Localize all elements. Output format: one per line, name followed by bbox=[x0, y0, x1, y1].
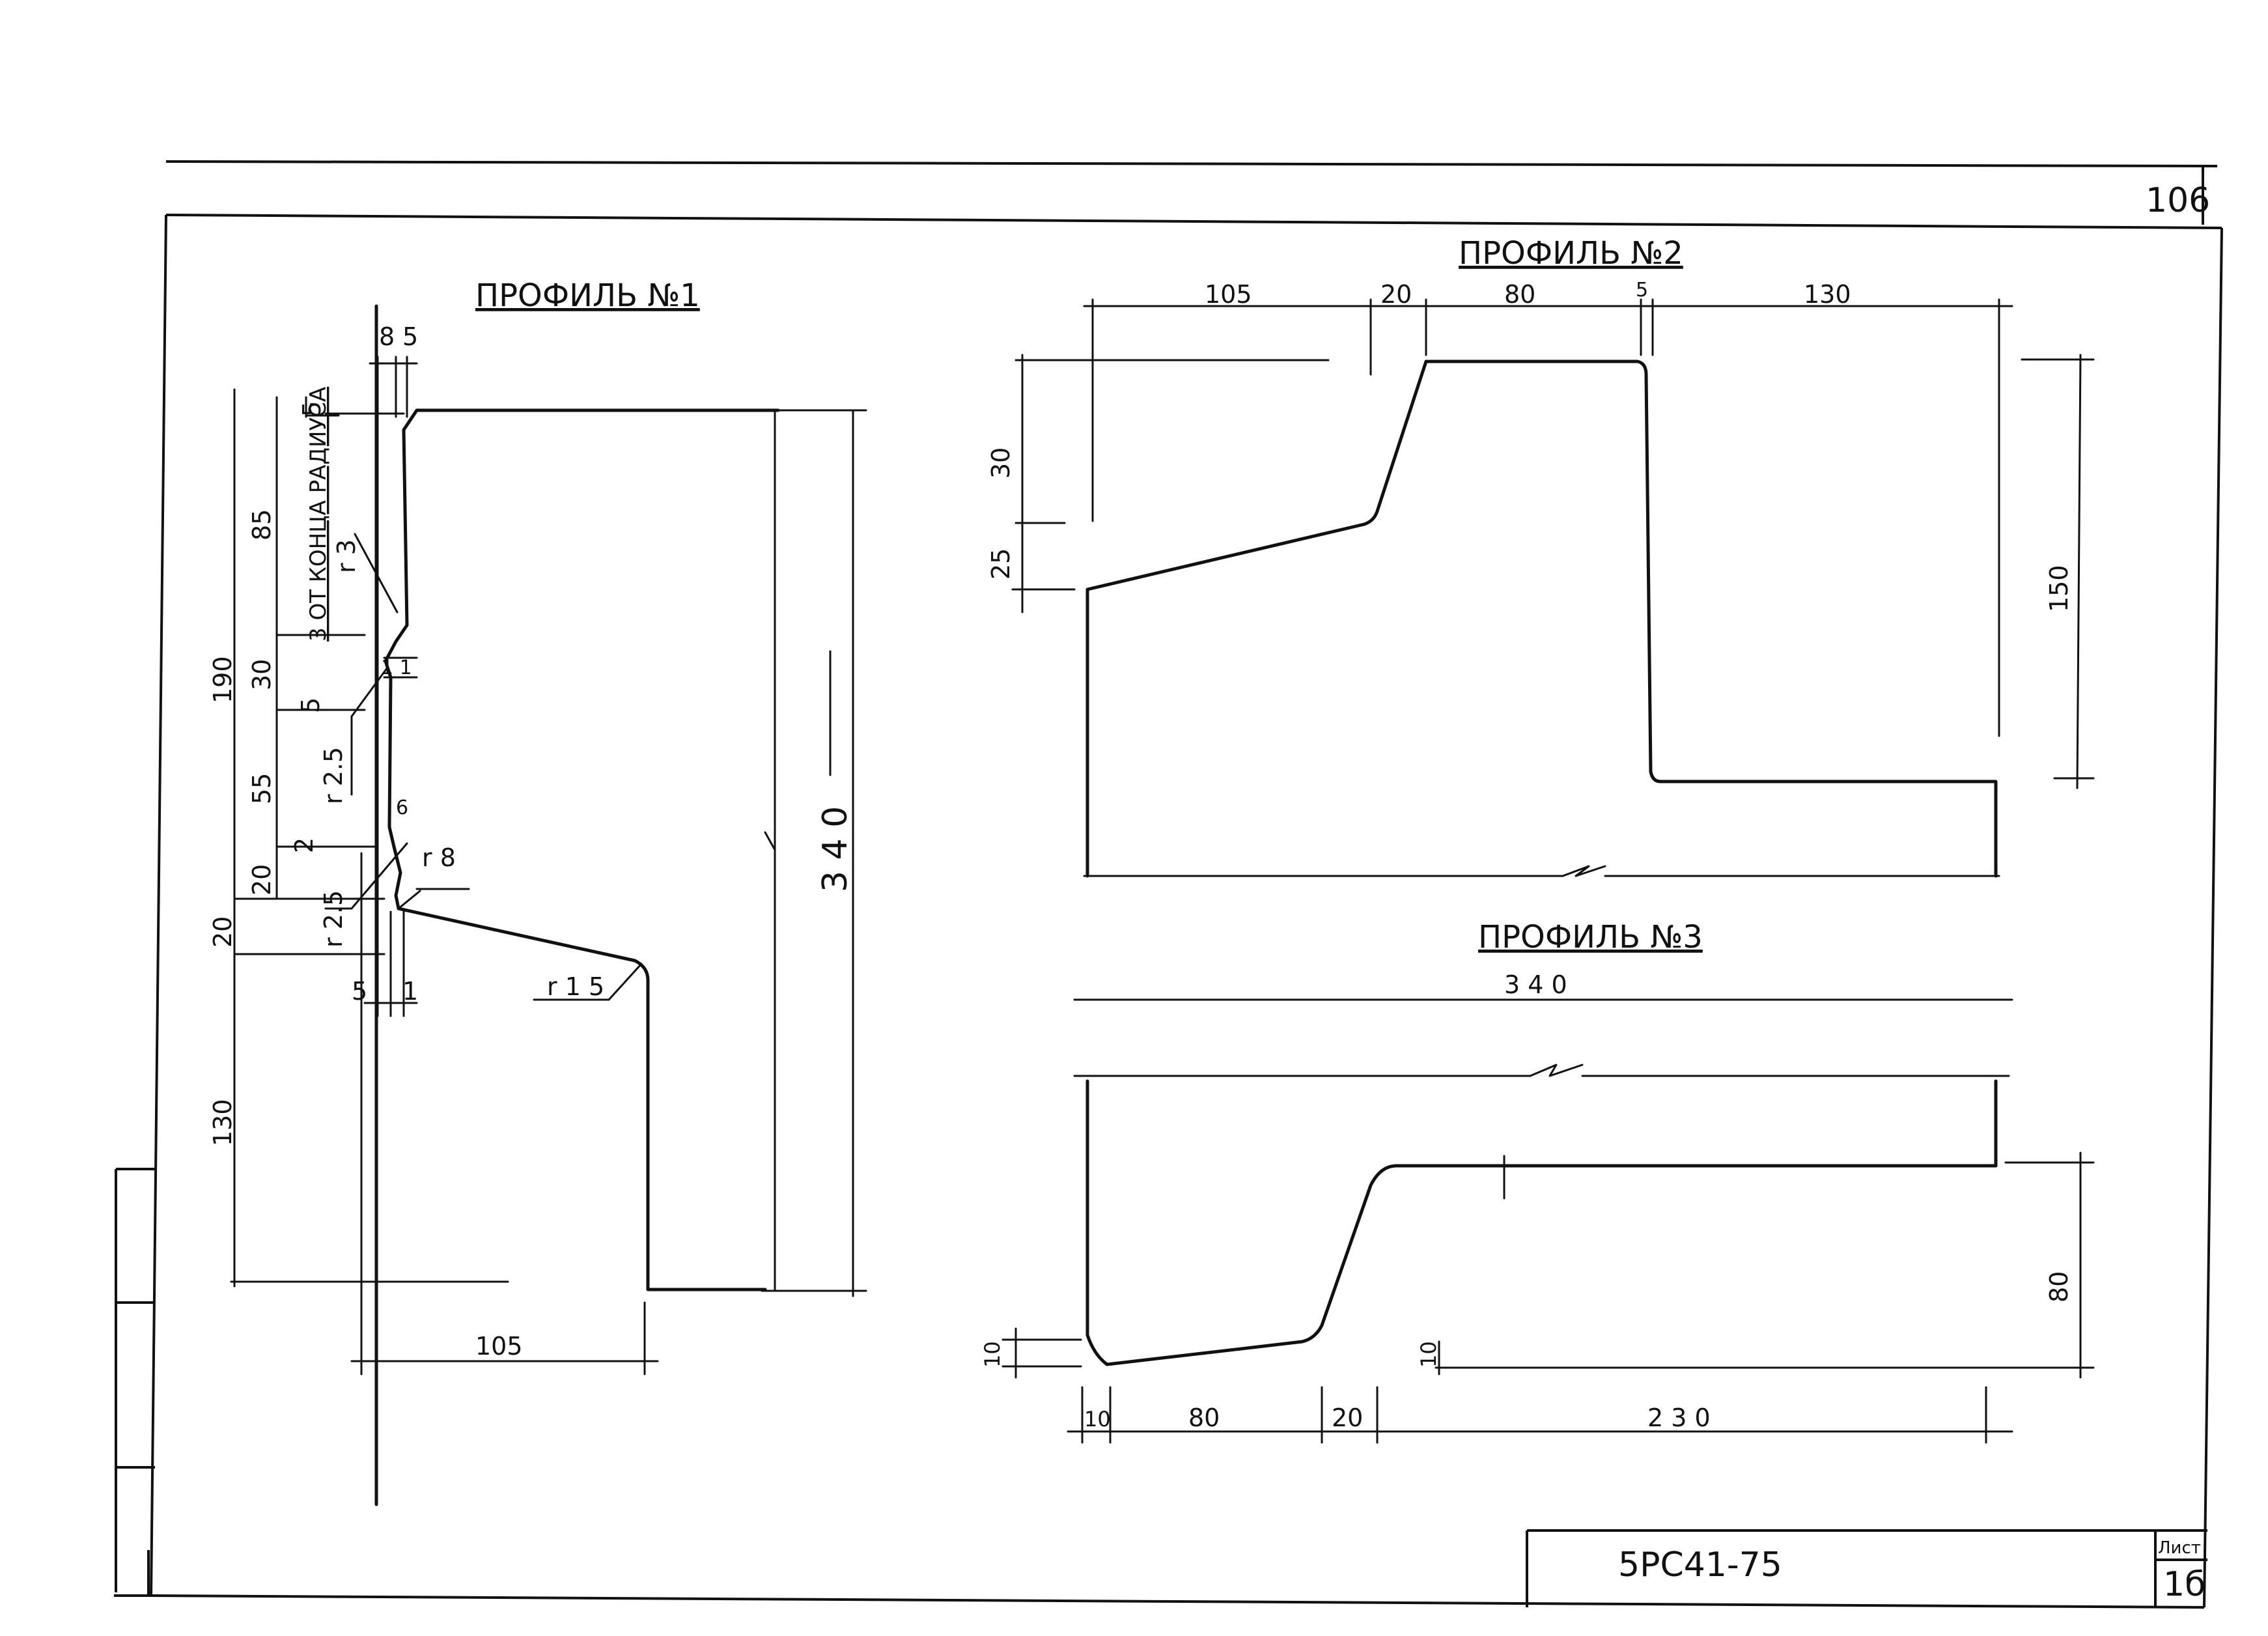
p2-dim-150: 150 bbox=[2045, 565, 2073, 612]
page-number: 106 bbox=[2146, 181, 2210, 220]
p1-note-radius: 3 ОТ КОНЦА РАДИУСА bbox=[305, 387, 331, 642]
p1-dim-2: 2 bbox=[290, 838, 318, 853]
p3-bottom-10: 10 bbox=[1084, 1407, 1111, 1432]
p1-dim-340: 3 4 0 bbox=[816, 806, 855, 892]
p2-dim-5: 5 bbox=[1636, 279, 1648, 302]
p2-dim-20: 20 bbox=[1380, 280, 1412, 309]
sheet-frame bbox=[114, 160, 2223, 1609]
profile-1: ПРОФИЛЬ №1 bbox=[208, 277, 867, 1506]
p3-dim-340: 3 4 0 bbox=[1504, 970, 1567, 999]
sheet-number: 1б bbox=[2163, 1565, 2205, 1604]
profile-3: ПРОФИЛЬ №3 3 4 0 80 10 10 10 80 20 2 3 0 bbox=[980, 919, 2095, 1444]
p1-dim-r25a: r 2.5 bbox=[319, 747, 348, 804]
profile-3-title: ПРОФИЛЬ №3 bbox=[1478, 919, 1703, 955]
p1-dim-1: 1 bbox=[402, 977, 418, 1006]
p3-dim-80-vertical: 80 bbox=[2045, 1271, 2073, 1303]
p2-dim-80: 80 bbox=[1504, 280, 1535, 309]
p1-dim-20b: 20 bbox=[208, 916, 237, 948]
p1-dim-5-side: 5 bbox=[298, 401, 326, 417]
p1-dim-55: 55 bbox=[247, 773, 276, 804]
profile-1-title: ПРОФИЛЬ №1 bbox=[475, 277, 700, 314]
p1-dim-6: 6 bbox=[396, 797, 408, 819]
p1-dim-r15: r 1 5 bbox=[547, 972, 604, 1001]
p3-bottom-230: 2 3 0 bbox=[1647, 1403, 1711, 1432]
p1-dim-85: 85 bbox=[247, 509, 276, 541]
p3-bottom-80: 80 bbox=[1188, 1403, 1220, 1432]
p1-dim-5-bottom: 5 bbox=[352, 977, 367, 1006]
p2-dim-30: 30 bbox=[987, 447, 1015, 479]
profile-2-title: ПРОФИЛЬ №2 bbox=[1459, 235, 1683, 272]
profile-3-outline bbox=[1085, 1079, 1998, 1366]
profile-2-outline bbox=[1085, 360, 1998, 878]
p1-dim-30: 30 bbox=[247, 659, 276, 690]
p1-dim-r8: r 8 bbox=[422, 843, 456, 872]
p2-dim-130: 130 bbox=[1804, 280, 1851, 309]
p3-dim-10-left: 10 bbox=[980, 1341, 1005, 1368]
p1-dim-11: 1 1 bbox=[381, 656, 412, 679]
p1-dim-r3: r 3 bbox=[332, 539, 361, 573]
p1-dim-20a: 20 bbox=[247, 864, 276, 896]
p1-dim-105: 105 bbox=[475, 1332, 523, 1361]
p1-dim-5-top: 5 bbox=[402, 322, 418, 351]
p1-dim-190: 190 bbox=[208, 656, 237, 703]
p1-dim-r25b: r 2.5 bbox=[319, 890, 348, 948]
p3-dim-10-right: 10 bbox=[1416, 1341, 1441, 1368]
profile-1-outline bbox=[374, 304, 780, 1506]
doc-code: 5РС41-75 bbox=[1618, 1545, 1782, 1585]
p1-dim-130: 130 bbox=[208, 1099, 237, 1146]
p1-dim-8: 8 bbox=[379, 322, 395, 351]
p2-dim-105: 105 bbox=[1205, 280, 1252, 309]
p2-dim-25: 25 bbox=[987, 548, 1015, 580]
p1-dim-5b: 5 bbox=[296, 698, 325, 713]
profile-2: ПРОФИЛЬ №2 105 20 80 5 130 30 25 150 bbox=[987, 235, 2095, 878]
sheet-label: Лист bbox=[2158, 1538, 2201, 1558]
p3-bottom-20: 20 bbox=[1332, 1403, 1363, 1432]
